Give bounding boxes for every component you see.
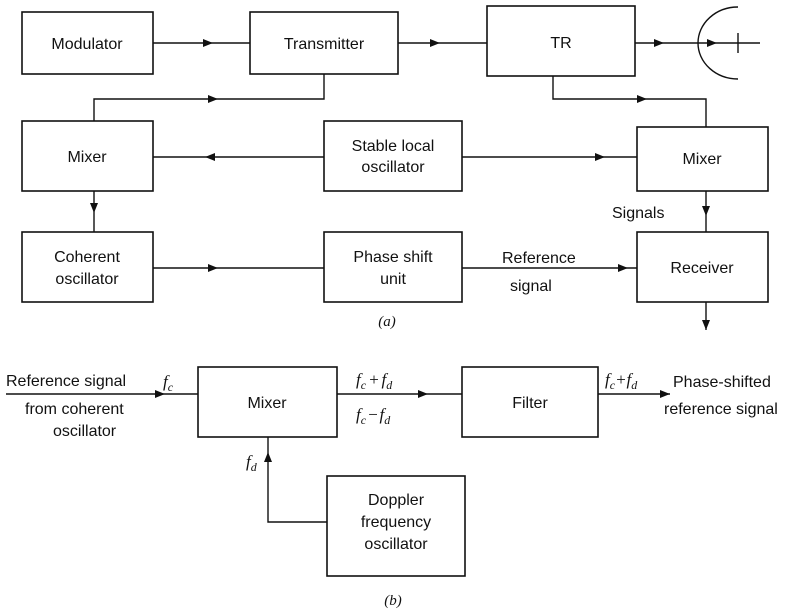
- modulator-label: Modulator: [51, 36, 123, 53]
- receiver-label: Receiver: [670, 260, 734, 277]
- phase-shift-label-1: Phase shift: [353, 249, 433, 266]
- arrowhead: [654, 39, 664, 47]
- input-label-3: oscillator: [53, 423, 117, 440]
- arrowhead: [90, 203, 98, 213]
- tr-to-mixer-line: [552, 76, 707, 127]
- input-label-2: from coherent: [25, 401, 124, 418]
- arrowhead: [418, 390, 428, 398]
- modulator-block: Modulator: [21, 11, 154, 75]
- stalo-label-2: oscillator: [361, 159, 425, 176]
- tr-label: TR: [550, 35, 571, 52]
- receiver-block: Receiver: [636, 231, 769, 303]
- transmitter-label: Transmitter: [284, 36, 365, 53]
- output-label-1: Phase-shifted: [673, 374, 771, 391]
- doppler-label-2: frequency: [361, 514, 431, 531]
- fd-label: fd: [246, 452, 258, 474]
- arrowhead: [155, 390, 165, 398]
- arrowhead: [264, 452, 272, 462]
- mixer-b-label: Mixer: [247, 395, 287, 412]
- antenna-icon: [697, 6, 760, 80]
- arrowhead: [707, 39, 717, 47]
- transmitter-block: Transmitter: [249, 11, 399, 75]
- sum-freq-label: fc+fd: [356, 370, 393, 392]
- mixer-b-block: Mixer: [197, 366, 338, 438]
- arrowhead: [208, 95, 218, 103]
- arrowhead: [205, 153, 215, 161]
- mixer-right-label: Mixer: [682, 151, 722, 168]
- doppler-oscillator-block: Doppler frequency oscillator: [326, 475, 466, 577]
- out-freq-label: fc+fd: [605, 370, 638, 392]
- doppler-label-1: Doppler: [368, 492, 425, 509]
- arrowhead: [595, 153, 605, 161]
- phase-shift-block: Phase shift unit: [323, 231, 463, 303]
- stalo-block: Stable local oscillator: [323, 120, 463, 192]
- filter-block: Filter: [461, 366, 599, 438]
- arrowhead: [660, 390, 670, 398]
- coho-label-2: oscillator: [55, 271, 119, 288]
- caption-b: (b): [384, 593, 402, 609]
- diagram-b: Mixer Filter Doppler frequency oscillato…: [6, 366, 778, 609]
- doppler-label-3: oscillator: [364, 536, 428, 553]
- connectors-a: [90, 39, 722, 330]
- tr-block: TR: [486, 5, 636, 77]
- arrowhead: [702, 320, 710, 330]
- connectors-b: [6, 390, 670, 523]
- diff-freq-label: fc−fd: [356, 405, 391, 427]
- coho-label-1: Coherent: [54, 249, 120, 266]
- mixer-left-label: Mixer: [67, 149, 107, 166]
- arrowhead: [208, 264, 218, 272]
- output-label-2: reference signal: [664, 401, 778, 418]
- filter-label: Filter: [512, 395, 548, 412]
- arrowhead: [637, 95, 647, 103]
- mixer-right-block: Mixer: [636, 126, 769, 192]
- mixer-left-block: Mixer: [21, 120, 154, 192]
- signals-label: Signals: [612, 205, 664, 222]
- reference-signal-label-2: signal: [510, 278, 552, 295]
- coho-block: Coherent oscillator: [21, 231, 154, 303]
- arrowhead: [618, 264, 628, 272]
- arrowhead: [203, 39, 213, 47]
- doppler-to-mixer-line: [267, 437, 327, 523]
- diagram-a: Modulator Transmitter TR Mixer Stable lo…: [21, 5, 769, 330]
- stalo-label-1: Stable local: [352, 138, 435, 155]
- caption-a: (a): [378, 314, 396, 330]
- phase-shift-label-2: unit: [380, 271, 406, 288]
- reference-signal-label-1: Reference: [502, 250, 576, 267]
- fc-label: fc: [163, 372, 174, 394]
- arrowhead: [430, 39, 440, 47]
- arrowhead: [702, 206, 710, 216]
- input-label-1: Reference signal: [6, 373, 126, 390]
